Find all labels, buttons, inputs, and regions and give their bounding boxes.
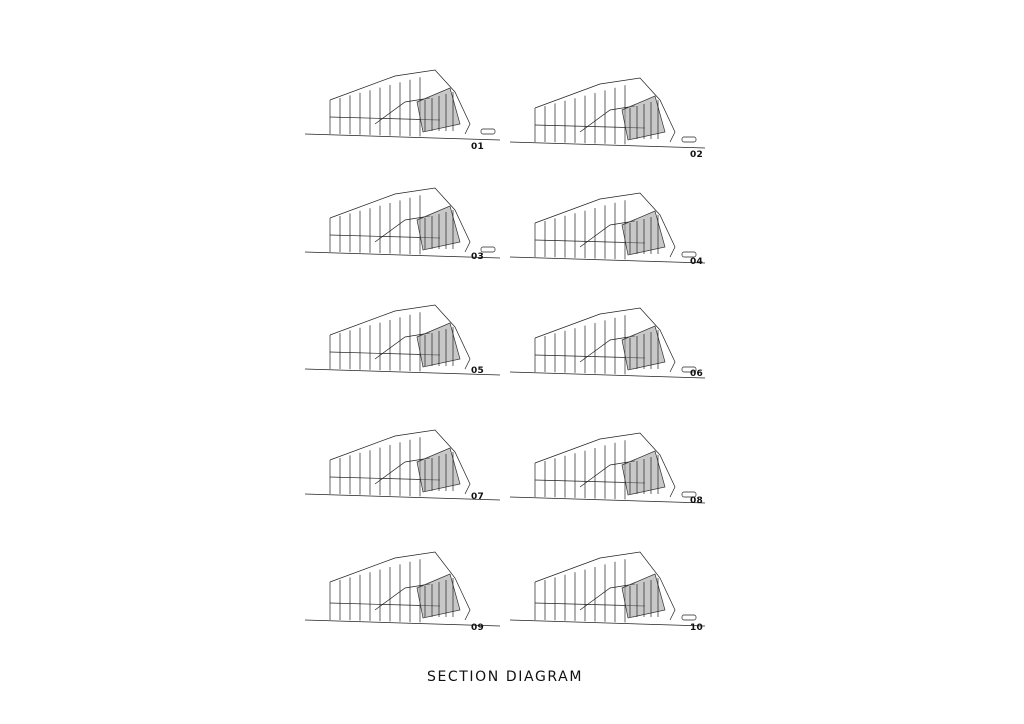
interior-shaded-volume: [621, 325, 666, 371]
roof-outline: [534, 432, 676, 498]
building-linework: [304, 187, 501, 259]
section-panel-05: 05: [304, 297, 505, 392]
car-outline: [681, 136, 697, 143]
section-panel-08: 08: [500, 425, 710, 520]
building-section-drawing: [509, 551, 706, 627]
ground-line: [509, 256, 706, 264]
stair-diagonal: [374, 332, 431, 360]
interior-shaded-volume: [621, 573, 666, 619]
panel-label: 01: [471, 142, 484, 152]
car-outline: [681, 491, 697, 498]
interior-shaded-volume: [416, 322, 461, 368]
building-linework: [509, 307, 706, 379]
roof-outline: [329, 304, 471, 370]
car-outline: [480, 128, 496, 135]
roof-outline: [534, 307, 676, 373]
panel-label: 08: [690, 496, 703, 506]
panel-label: 10: [690, 623, 703, 633]
building-section-drawing: [509, 432, 706, 504]
section-panel-01: 01: [304, 62, 505, 157]
ground-line: [304, 493, 501, 501]
ground-line: [304, 619, 501, 627]
panel-label: 06: [690, 369, 703, 379]
building-section-drawing: [509, 77, 706, 149]
roof-outline: [329, 69, 471, 135]
section-panel-10: 10: [500, 548, 710, 643]
section-panel-02: 02: [500, 70, 710, 165]
building-section-drawing: [304, 304, 501, 376]
diagram-caption: SECTION DIAGRAM: [426, 669, 584, 685]
car-outline: [480, 246, 496, 253]
section-panel-09: 09: [304, 548, 505, 643]
section-panel-04: 04: [500, 185, 710, 280]
roof-outline: [329, 551, 471, 621]
stair-diagonal: [579, 220, 636, 248]
ground-line: [304, 368, 501, 376]
roof-outline: [329, 187, 471, 253]
building-section-drawing: [304, 187, 501, 259]
ground-line: [509, 619, 706, 627]
roof-outline: [534, 77, 676, 143]
ground-line: [509, 141, 706, 149]
car-outline: [681, 614, 697, 621]
panel-label: 09: [471, 623, 484, 633]
interior-shaded-volume: [621, 95, 666, 141]
roof-outline: [534, 551, 676, 621]
section-panel-06: 06: [500, 300, 710, 395]
building-linework: [509, 551, 706, 627]
building-section-drawing: [304, 551, 501, 627]
building-section-drawing: [509, 307, 706, 379]
ground-line: [304, 133, 501, 141]
panel-label: 02: [690, 150, 703, 160]
stair-diagonal: [579, 105, 636, 133]
stair-diagonal: [374, 215, 431, 243]
panel-label: 03: [471, 252, 484, 262]
stair-diagonal: [374, 457, 431, 485]
panel-label: 07: [471, 492, 484, 502]
building-linework: [509, 77, 706, 149]
building-linework: [509, 432, 706, 504]
stair-diagonal: [579, 583, 636, 611]
building-section-drawing: [509, 192, 706, 264]
section-panel-07: 07: [304, 422, 505, 517]
stair-diagonal: [579, 460, 636, 488]
panel-label: 05: [471, 366, 484, 376]
ground-line: [509, 371, 706, 379]
building-section-drawing: [304, 69, 501, 141]
car-outline: [681, 366, 697, 373]
car-outline: [681, 251, 697, 258]
roof-outline: [329, 429, 471, 495]
stair-diagonal: [579, 335, 636, 363]
building-linework: [509, 192, 706, 264]
stair-diagonal: [374, 97, 431, 125]
interior-shaded-volume: [621, 450, 666, 496]
building-linework: [304, 304, 501, 376]
interior-shaded-volume: [416, 205, 461, 251]
ground-line: [509, 496, 706, 504]
section-panel-03: 03: [304, 180, 505, 275]
interior-shaded-volume: [416, 573, 461, 619]
interior-shaded-volume: [416, 447, 461, 493]
stair-diagonal: [374, 583, 431, 611]
building-section-drawing: [304, 429, 501, 501]
building-linework: [304, 429, 501, 501]
interior-shaded-volume: [621, 210, 666, 256]
panel-label: 04: [690, 257, 703, 267]
roof-outline: [534, 192, 676, 258]
ground-line: [304, 251, 501, 259]
building-linework: [304, 551, 501, 627]
building-linework: [304, 69, 501, 141]
interior-shaded-volume: [416, 87, 461, 133]
